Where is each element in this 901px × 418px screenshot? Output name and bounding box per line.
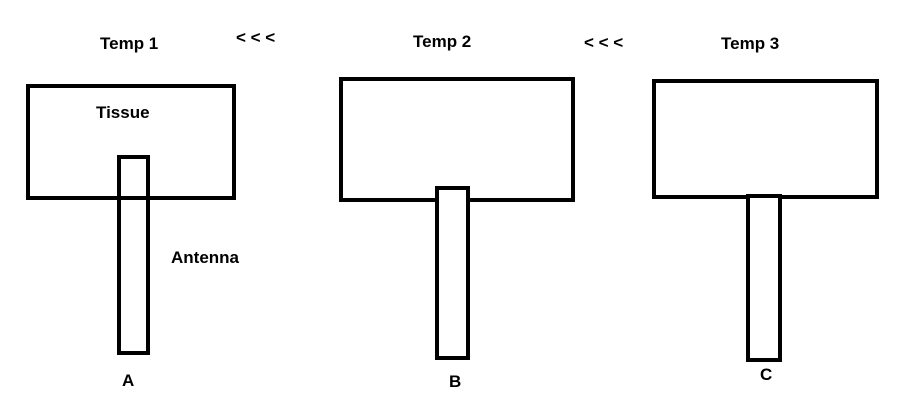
label-a: A bbox=[122, 371, 135, 390]
tissue-1 bbox=[26, 84, 236, 200]
temp-1-label: Temp 1 bbox=[100, 34, 159, 53]
tissue-label: Tissue bbox=[96, 103, 150, 122]
antenna-a bbox=[117, 155, 150, 355]
label-c: C bbox=[760, 365, 773, 384]
antenna-label: Antenna bbox=[171, 248, 239, 267]
tissue-2 bbox=[339, 77, 575, 202]
antenna-b bbox=[435, 186, 470, 360]
antenna-c bbox=[746, 194, 782, 362]
temp-2-label: Temp 2 bbox=[413, 32, 472, 51]
arrow-1: < < < bbox=[236, 28, 276, 47]
temp-3-label: Temp 3 bbox=[721, 34, 780, 53]
label-b: B bbox=[449, 372, 462, 391]
arrow-2: < < < bbox=[584, 33, 624, 52]
tissue-3 bbox=[652, 79, 879, 199]
